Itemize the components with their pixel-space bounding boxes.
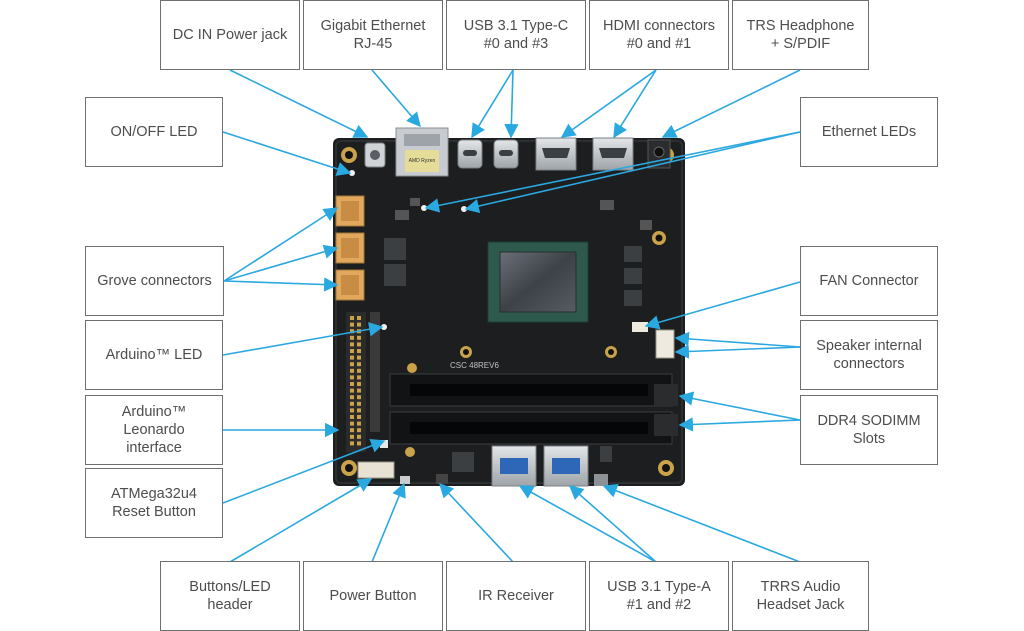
rj45-port: AMD Ryzen bbox=[395, 127, 449, 177]
header-pin bbox=[357, 335, 361, 340]
header-pin bbox=[350, 375, 354, 380]
header-pin bbox=[357, 375, 361, 380]
header-pin bbox=[350, 415, 354, 419]
header-pin bbox=[357, 408, 361, 413]
label-arduino-leonardo: Arduino™ Leonardo interface bbox=[85, 395, 223, 465]
header-pin bbox=[350, 322, 354, 327]
header-pin bbox=[350, 434, 354, 439]
header-pin bbox=[350, 316, 354, 320]
buttons-led-header bbox=[357, 461, 395, 479]
header-pin bbox=[350, 441, 354, 446]
header-pin bbox=[350, 349, 354, 353]
grove-connectors bbox=[335, 195, 365, 301]
label-hdmi-connectors: HDMI connectors #0 and #1 bbox=[589, 0, 729, 70]
header-pin bbox=[350, 329, 354, 334]
header-pin bbox=[350, 362, 354, 367]
label-arduino-led: Arduino™ LED bbox=[85, 320, 223, 390]
header-pin bbox=[357, 362, 361, 367]
cpu-package bbox=[487, 241, 589, 323]
header-pins bbox=[350, 316, 361, 446]
speaker-connectors bbox=[654, 329, 678, 436]
trrs-jack bbox=[594, 474, 608, 486]
header-pin bbox=[350, 421, 354, 426]
header-pin bbox=[357, 428, 361, 433]
header-pin bbox=[350, 408, 354, 413]
header-pin bbox=[350, 428, 354, 433]
svg-text:AMD Ryzen: AMD Ryzen bbox=[409, 158, 436, 164]
label-ir-receiver: IR Receiver bbox=[446, 561, 586, 631]
header-pin bbox=[350, 388, 354, 393]
hdmi-ports bbox=[535, 137, 634, 171]
label-speaker-connectors: Speaker internal connectors bbox=[800, 320, 938, 390]
ir-receiver bbox=[436, 474, 448, 484]
label-gigabit-ethernet: Gigabit Ethernet RJ-45 bbox=[303, 0, 443, 70]
usb-c-ports bbox=[457, 139, 519, 169]
label-onoff-led: ON/OFF LED bbox=[85, 97, 223, 167]
header-pin bbox=[357, 395, 361, 400]
label-usb-type-c: USB 3.1 Type-C #0 and #3 bbox=[446, 0, 586, 70]
label-power-button: Power Button bbox=[303, 561, 443, 631]
label-ddr4-sodimm: DDR4 SODIMM Slots bbox=[800, 395, 938, 465]
board-component bbox=[600, 446, 612, 462]
label-grove-connectors: Grove connectors bbox=[85, 246, 224, 316]
silkscreen-label: CSC 48REV6 bbox=[450, 361, 499, 370]
label-trrs-audio: TRRS Audio Headset Jack bbox=[732, 561, 869, 631]
header-pin bbox=[350, 368, 354, 373]
power-button bbox=[400, 476, 410, 484]
usb-a-ports bbox=[491, 445, 589, 487]
header-pin bbox=[357, 355, 361, 360]
header-pin bbox=[350, 335, 354, 340]
fan-connector bbox=[632, 322, 648, 332]
label-atmega-reset: ATMega32u4 Reset Button bbox=[85, 468, 223, 538]
header-pin bbox=[357, 421, 361, 426]
header-pin bbox=[357, 388, 361, 393]
header-pin bbox=[357, 316, 361, 320]
header-pin bbox=[357, 401, 361, 406]
header-pin bbox=[357, 434, 361, 439]
board-component bbox=[452, 452, 474, 472]
header-pin bbox=[357, 322, 361, 327]
header-pin bbox=[357, 441, 361, 446]
header-pin bbox=[350, 342, 354, 347]
label-fan-connector: FAN Connector bbox=[800, 246, 938, 316]
header-pin bbox=[357, 415, 361, 419]
label-ethernet-leds: Ethernet LEDs bbox=[800, 97, 938, 167]
header-pin bbox=[350, 401, 354, 406]
header-pin bbox=[357, 342, 361, 347]
dc-in-jack bbox=[364, 142, 386, 168]
header-pin bbox=[350, 395, 354, 400]
label-usb-type-a: USB 3.1 Type-A #1 and #2 bbox=[589, 561, 729, 631]
header-pin bbox=[357, 368, 361, 373]
header-pin bbox=[357, 382, 361, 386]
header-pin bbox=[350, 382, 354, 386]
header-pin bbox=[357, 349, 361, 353]
label-trs-headphone: TRS Headphone + S/PDIF bbox=[732, 0, 869, 70]
power-components bbox=[384, 198, 652, 306]
label-dc-in-power-jack: DC IN Power jack bbox=[160, 0, 300, 70]
label-buttons-led-header: Buttons/LED header bbox=[160, 561, 300, 631]
callout-arrows bbox=[222, 69, 801, 563]
header-pin bbox=[350, 355, 354, 360]
